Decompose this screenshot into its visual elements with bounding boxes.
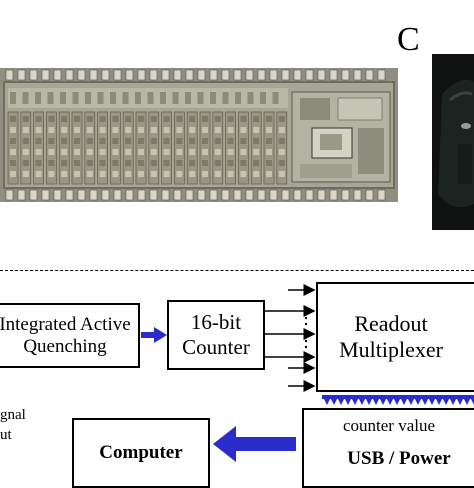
multiplexer-label: Readout Multiplexer — [339, 311, 443, 362]
counter-label: 16-bit Counter — [182, 310, 250, 359]
counter-block: 16-bit Counter — [167, 300, 265, 370]
chip-micrograph — [0, 68, 398, 202]
mux-to-usb-bus — [322, 395, 474, 405]
quenching-block: Integrated Active Quenching — [0, 303, 140, 368]
signal-output-text-line1: gnal — [0, 407, 26, 423]
signal-output-text-line2: ut — [0, 427, 12, 443]
device-photo — [432, 54, 474, 230]
usb-to-computer-arrow — [213, 426, 296, 462]
mux-input-arrows — [288, 284, 316, 392]
computer-label: Computer — [99, 442, 183, 463]
readout-multiplexer-block: Readout Multiplexer — [316, 282, 474, 392]
usb-power-block: counter value USB / Power — [302, 408, 474, 488]
device-photo-drawing — [432, 54, 474, 230]
connection-arrows — [141, 284, 474, 462]
quench-to-counter-arrow — [141, 327, 167, 343]
chip-micrograph-drawing — [0, 68, 398, 202]
dashed-separator — [0, 270, 474, 271]
panel-label: C — [397, 21, 420, 58]
quenching-label: Integrated Active Quenching — [0, 313, 131, 357]
usb-power-label: USB / Power — [347, 448, 451, 469]
counter-value-label: counter value — [342, 416, 436, 435]
counter-to-mux-arrows — [265, 305, 316, 363]
computer-block: Computer — [72, 418, 210, 488]
